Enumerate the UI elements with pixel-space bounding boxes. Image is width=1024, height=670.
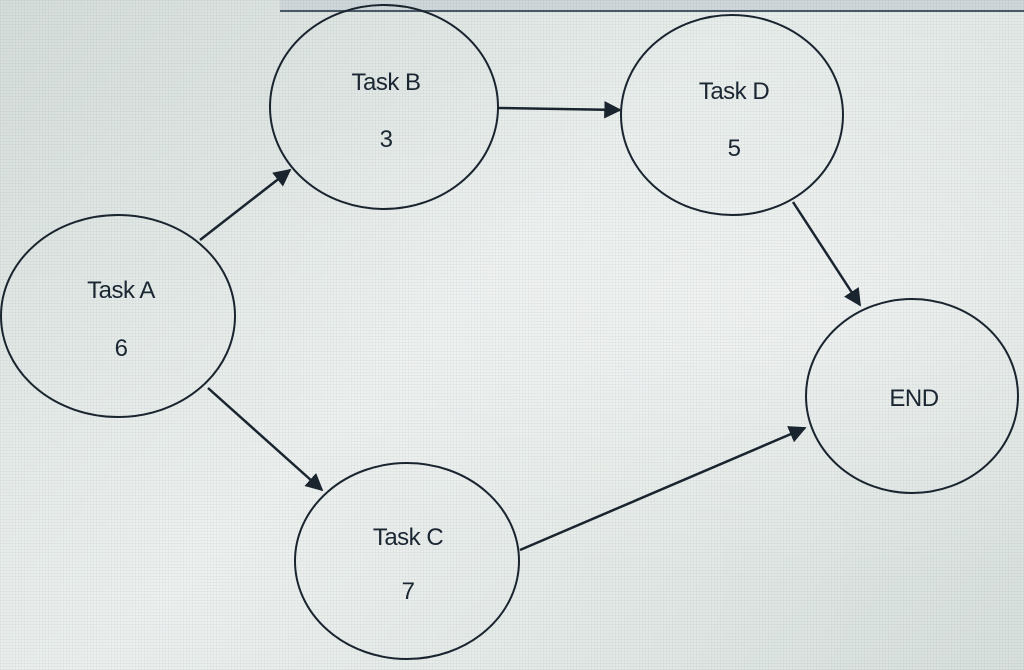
node-task-d: Task D 5 bbox=[620, 14, 844, 216]
node-end: END bbox=[805, 298, 1019, 494]
node-task-c: Task C 7 bbox=[294, 462, 520, 660]
node-task-d-value: 5 bbox=[728, 135, 741, 162]
node-task-b: Task B 3 bbox=[269, 4, 499, 210]
node-task-b-value: 3 bbox=[380, 126, 393, 153]
edge-task-d-to-end bbox=[791, 201, 862, 307]
edge-task-a-to-task-b bbox=[199, 168, 292, 241]
node-task-a: Task A 6 bbox=[0, 214, 236, 418]
node-task-d-label: Task D bbox=[699, 78, 770, 105]
node-task-a-label: Task A bbox=[87, 277, 155, 304]
edge-task-c-to-end bbox=[519, 426, 807, 552]
node-task-c-value: 7 bbox=[402, 578, 415, 605]
node-task-c-label: Task C bbox=[373, 524, 444, 551]
window-edge bbox=[280, 0, 1024, 12]
edge-task-b-to-task-d bbox=[497, 100, 622, 119]
node-task-b-label: Task B bbox=[351, 69, 420, 96]
node-end-label: END bbox=[889, 385, 938, 412]
node-task-a-value: 6 bbox=[115, 335, 128, 362]
edge-task-a-to-task-c bbox=[207, 387, 324, 492]
